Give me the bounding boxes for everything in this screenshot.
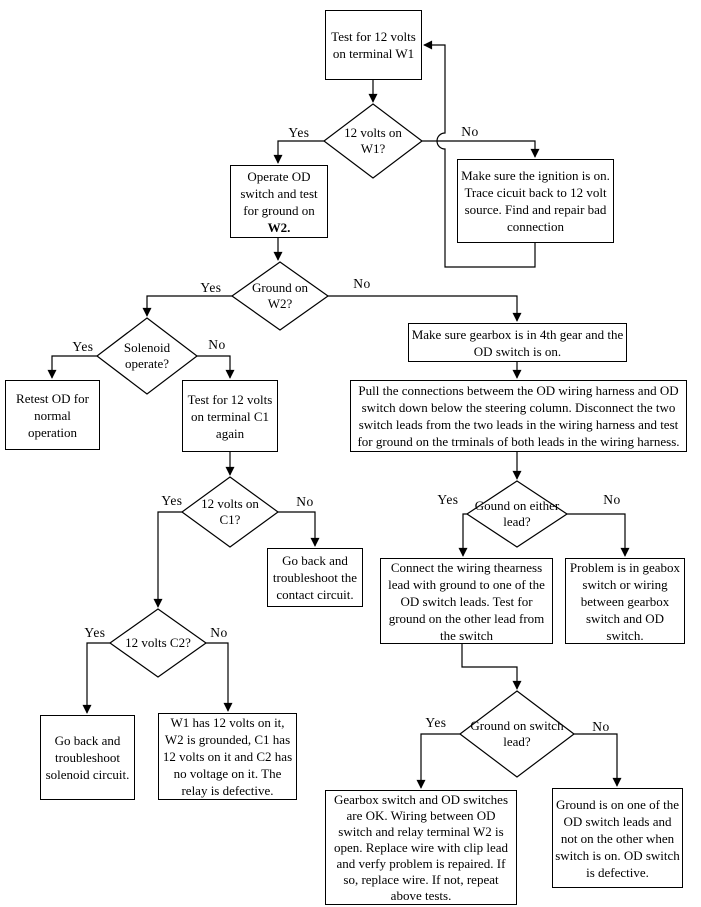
decision-label-12v-c2: 12 volts C2? bbox=[125, 635, 191, 650]
branch-label-no-c1: No bbox=[296, 494, 314, 509]
decision-diamond-12v-c1 bbox=[180, 476, 280, 548]
connector-w1no-to-ignition bbox=[422, 140, 540, 158]
branch-label-no-c2: No bbox=[210, 625, 228, 640]
decision-diamond-ground-switch-lead bbox=[459, 690, 575, 778]
process-text: Problem is in geabox switch or wiring be… bbox=[569, 559, 681, 643]
connector-c1yes-to-decisionc2 bbox=[153, 511, 182, 608]
connector-c2no-to-relaydefective bbox=[206, 642, 233, 712]
branch-label-yes-c2: Yes bbox=[84, 625, 106, 640]
connector-eitherno-to-problem bbox=[567, 513, 630, 557]
branch-label-no-w2: No bbox=[353, 276, 371, 291]
decision-diamond-solenoid bbox=[96, 317, 198, 395]
decision-label-12v-c1: 12 volts on C1? bbox=[201, 496, 259, 527]
process-text-wrap: Operate OD switch and test for ground on… bbox=[233, 168, 325, 236]
connector-switchleadyes-to-replacewire bbox=[416, 733, 460, 789]
process-pull-connections: Pull the connections betweem the OD wiri… bbox=[350, 380, 687, 452]
process-text: Make sure the ignition is on. Trace cicu… bbox=[461, 168, 610, 234]
branch-label-no-either: No bbox=[603, 492, 621, 507]
connector-w2yes-to-solenoid bbox=[142, 295, 232, 317]
connector-c1no-to-contact bbox=[278, 511, 320, 547]
process-text-bold: W2. bbox=[267, 219, 291, 235]
process-text: W1 has 12 volts on it, W2 is grounded, C… bbox=[162, 715, 293, 798]
process-fix-ignition: Make sure the ignition is on. Trace cicu… bbox=[457, 159, 614, 243]
decision-label-ground-w2: Ground on W2? bbox=[252, 280, 308, 311]
process-replace-wire: Gearbox switch and OD switches are OK. W… bbox=[325, 790, 517, 905]
process-text: Go back and troubleshoot the contact cir… bbox=[272, 553, 358, 602]
decision-label-solenoid: Solenoid operate? bbox=[123, 340, 171, 371]
connector-connect-to-switchlead bbox=[461, 644, 522, 690]
process-relay-defective: W1 has 12 volts on it, W2 is grounded, C… bbox=[158, 713, 297, 800]
process-od-switch-defective: Ground is on one of the OD switch leads … bbox=[552, 788, 683, 888]
process-text: Test for 12 volts on terminal C1 again bbox=[187, 391, 273, 441]
branch-label-yes-either: Yes bbox=[437, 492, 459, 507]
decision-diamond-12v-w1 bbox=[323, 103, 423, 179]
connector-solenoidno-to-testc1 bbox=[197, 355, 235, 379]
process-text: Operate OD switch and test for ground on bbox=[240, 168, 318, 218]
decision-label-ground-switch-lead: Ground on switch lead? bbox=[470, 718, 564, 749]
branch-label-yes-solenoid: Yes bbox=[72, 339, 94, 354]
connector-ignition-loop-to-testw1 bbox=[423, 40, 536, 268]
process-operate-od-switch: Operate OD switch and test for ground on… bbox=[230, 165, 328, 238]
process-troubleshoot-solenoid: Go back and troubleshoot solenoid circui… bbox=[40, 715, 135, 800]
connector-c2yes-to-solenoidcircuit bbox=[82, 642, 110, 714]
process-text: Go back and troubleshoot solenoid circui… bbox=[45, 733, 130, 782]
decision-diamond-ground-w2 bbox=[230, 261, 330, 331]
connector-eitheryes-to-connect bbox=[458, 513, 468, 557]
connector-w2no-to-gearbox4th bbox=[328, 295, 522, 322]
branch-label-no-w1: No bbox=[461, 124, 479, 139]
connector-w1yes-to-operateod bbox=[273, 140, 324, 164]
process-retest-od: Retest OD for normal operation bbox=[5, 380, 100, 450]
process-text: Gearbox switch and OD switches are OK. W… bbox=[333, 791, 508, 903]
branch-label-yes-w2: Yes bbox=[200, 280, 222, 295]
process-problem-gearbox-switch: Problem is in geabox switch or wiring be… bbox=[565, 558, 685, 644]
process-connect-harness-lead: Connect the wiring thearness lead with g… bbox=[380, 558, 553, 644]
process-text: Pull the connections betweem the OD wiri… bbox=[357, 383, 680, 449]
process-troubleshoot-contact: Go back and troubleshoot the contact cir… bbox=[267, 548, 363, 607]
process-gearbox-4th-gear: Make sure gearbox is in 4th gear and the… bbox=[408, 323, 627, 362]
connector-switchleadno-to-oddefective bbox=[574, 733, 622, 787]
process-text: Test for 12 volts on terminal W1 bbox=[331, 29, 416, 61]
process-test-c1: Test for 12 volts on terminal C1 again bbox=[182, 380, 278, 452]
branch-label-no-solenoid: No bbox=[208, 337, 226, 352]
branch-label-yes-c1: Yes bbox=[161, 493, 183, 508]
process-text: Connect the wiring thearness lead with g… bbox=[388, 559, 545, 643]
decision-label-12v-w1: 12 volts on W1? bbox=[344, 125, 402, 156]
process-test-w1: Test for 12 volts on terminal W1 bbox=[325, 10, 422, 80]
process-text: Make sure gearbox is in 4th gear and the… bbox=[411, 326, 624, 359]
decision-label-ground-either: Gound on either lead? bbox=[474, 498, 560, 529]
decision-diamond-12v-c2 bbox=[108, 608, 208, 678]
connector-solenoidyes-to-retest bbox=[47, 355, 97, 379]
process-text: Ground is on one of the OD switch leads … bbox=[555, 796, 680, 880]
branch-label-no-switch-lead: No bbox=[592, 719, 610, 734]
process-text: Retest OD for normal operation bbox=[16, 390, 89, 440]
branch-label-yes-switch-lead: Yes bbox=[425, 715, 447, 730]
branch-label-yes-w1: Yes bbox=[288, 125, 310, 140]
decision-diamond-ground-either bbox=[465, 480, 569, 548]
